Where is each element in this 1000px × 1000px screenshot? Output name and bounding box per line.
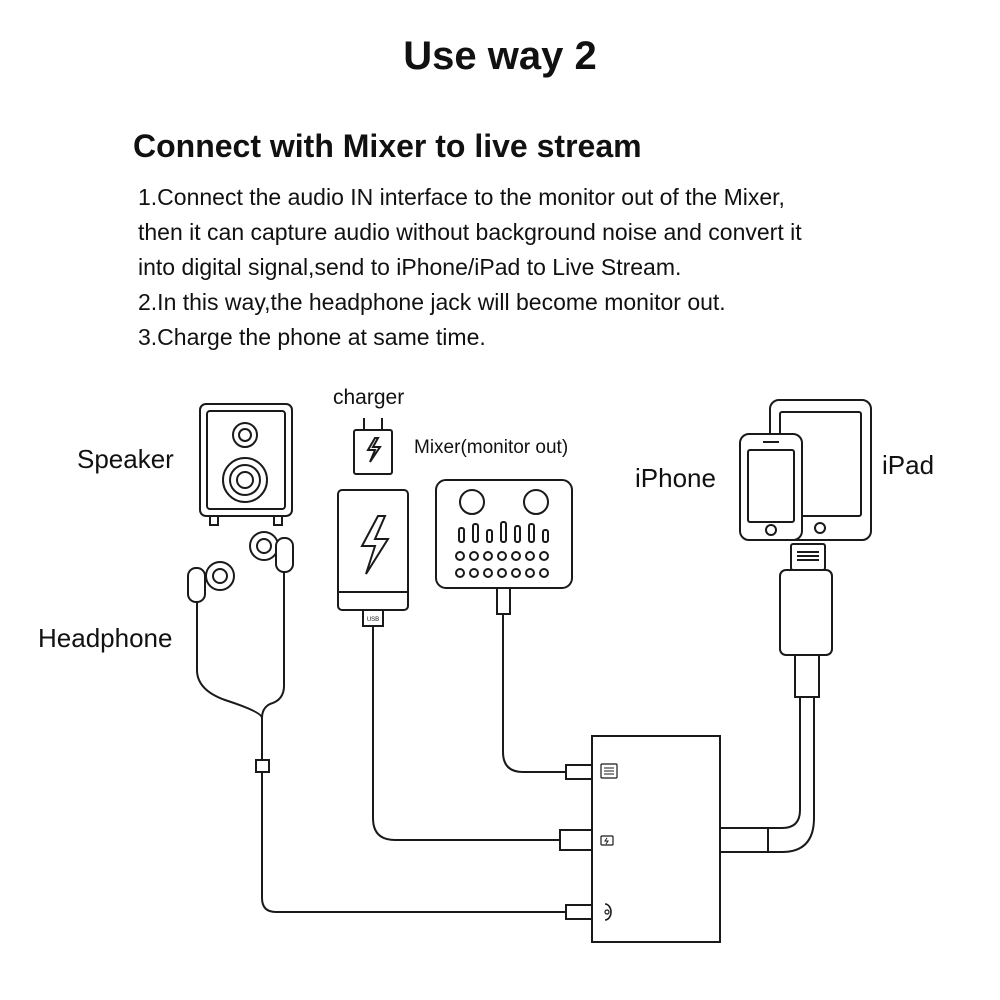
instruction-list: 1.Connect the audio IN interface to the … [138,180,938,355]
instruction-line: 3.Charge the phone at same time. [138,324,486,350]
mixer-label: Mixer(monitor out) [414,437,569,458]
usb-port-label: USB [367,617,379,623]
instruction-line: 1.Connect the audio IN interface to the … [138,184,785,210]
charge-port-icon [600,835,614,846]
instruction-line: into digital signal,send to iPhone/iPad … [138,254,682,280]
iphone-icon [739,433,803,541]
charger-label: charger [333,386,405,409]
speaker-label: Speaker [77,444,174,474]
ipad-label: iPad [882,450,935,480]
headphone-label: Headphone [38,623,173,653]
mixer-port-icon [600,763,618,779]
adapter-hub-icon [559,735,769,943]
earbuds-icon [187,531,566,913]
charger-plug-icon [353,418,393,475]
iphone-label: iPhone [635,463,716,493]
page-title: Use way 2 [403,34,597,78]
speaker-icon [199,403,293,526]
power-bank-icon: USB [337,489,560,841]
instruction-line: then it can capture audio without backgr… [138,219,802,245]
mixer-icon [435,479,573,773]
instruction-line: 2.In this way,the headphone jack will be… [138,289,726,315]
section-subtitle: Connect with Mixer to live stream [133,128,642,164]
lightning-connector-icon [768,543,833,853]
headphone-port-icon [604,903,612,921]
